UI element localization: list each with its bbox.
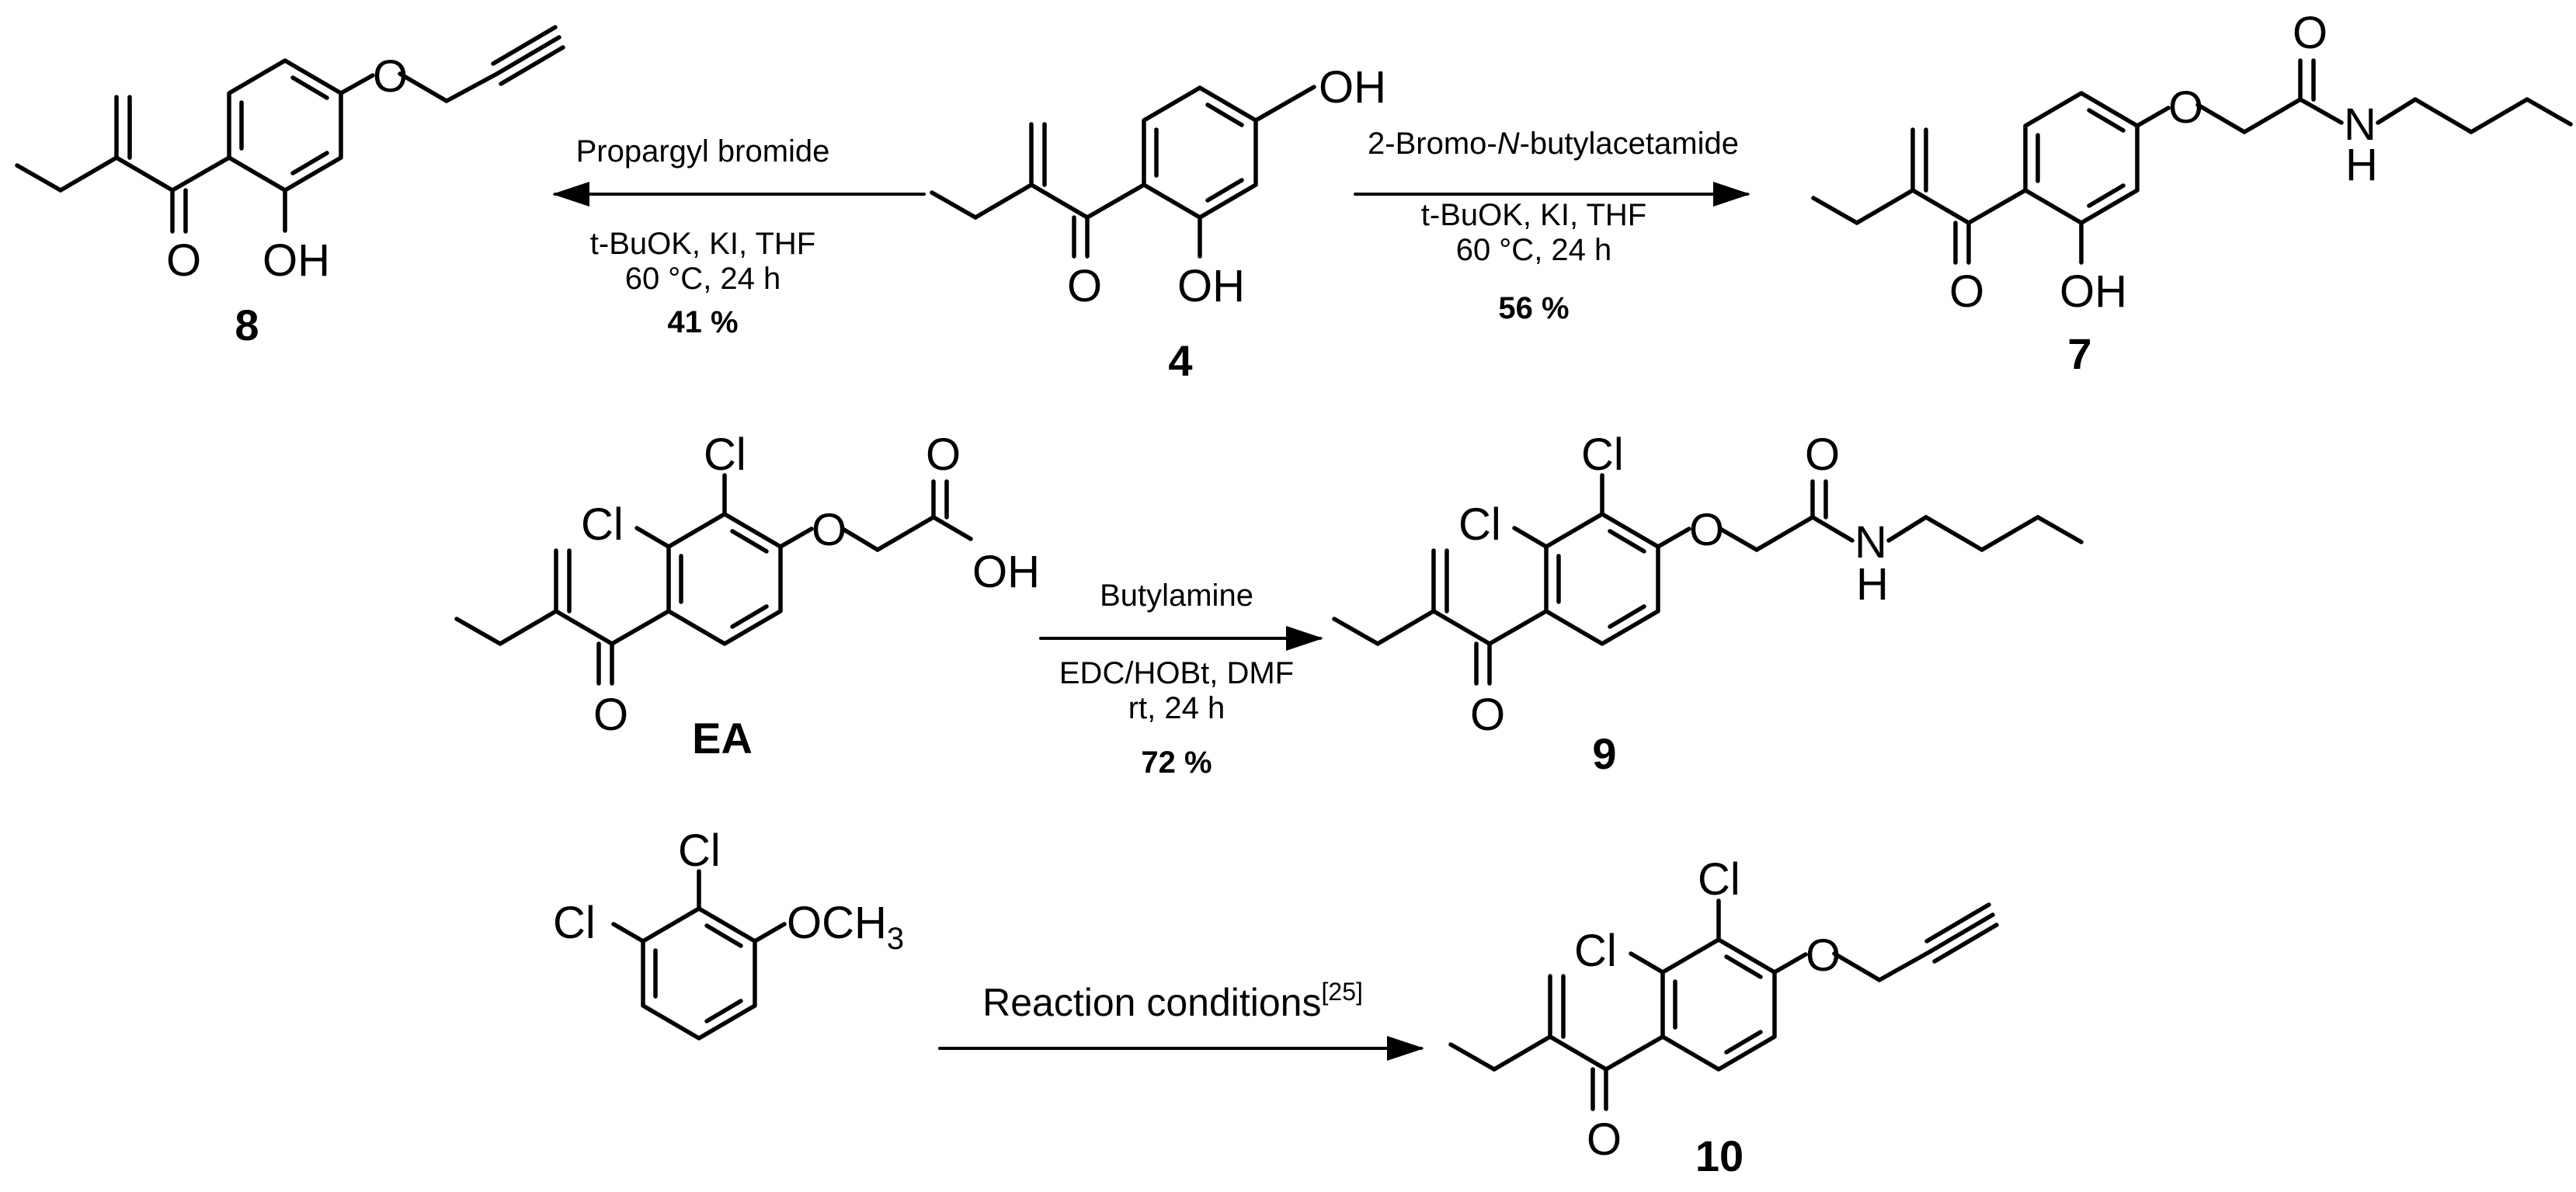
yield-2: 56 %	[1498, 291, 1569, 325]
atom-O: O	[1587, 1114, 1622, 1165]
compound-label-9: 9	[1592, 729, 1616, 778]
atom-O: O	[926, 429, 961, 480]
atom-H: H	[1856, 559, 1889, 610]
conditions-2b: 60 °C, 24 h	[1456, 233, 1612, 267]
atom-OH: OH	[1319, 62, 1386, 113]
atom-Cl: Cl	[1581, 429, 1624, 480]
compound-10-structure	[1448, 898, 1999, 1111]
atom-O: O	[373, 51, 408, 102]
atom-H: H	[2345, 140, 2378, 190]
compound-EA-structure	[454, 473, 973, 686]
atom-Cl: Cl	[678, 825, 721, 876]
atom-Cl: Cl	[1458, 499, 1501, 550]
atom-O: O	[812, 505, 846, 555]
atom-O: O	[1806, 930, 1841, 981]
conditions-2a: t-BuOK, KI, THF	[1421, 198, 1646, 232]
conditions-3b: rt, 24 h	[1128, 691, 1225, 725]
compound-label-7: 7	[2067, 329, 2091, 378]
atom-O: O	[1689, 505, 1724, 555]
conditions-3a: EDC/HOBt, DMF	[1059, 656, 1294, 690]
dichloroanisole-structure	[611, 869, 787, 1041]
conditions-1b: 60 °C, 24 h	[625, 262, 781, 296]
atom-OH: OH	[2060, 266, 2127, 317]
atom-O: O	[2293, 8, 2327, 58]
compound-9-structure	[1332, 473, 2084, 686]
compound-7-structure	[1811, 58, 2573, 265]
atom-O: O	[1805, 429, 1840, 480]
compound-label-4: 4	[1168, 336, 1192, 385]
compound-8-structure	[15, 25, 565, 234]
reagent-label-4: Reaction conditions[25]	[982, 978, 1363, 1024]
atom-O: O	[593, 690, 628, 740]
compound-4-structure	[930, 85, 1316, 259]
yield-3: 72 %	[1141, 745, 1212, 780]
atom-Cl: Cl	[553, 898, 596, 948]
atom-OH: OH	[1177, 261, 1245, 311]
atom-O: O	[1470, 690, 1505, 740]
atom-N: N	[2344, 99, 2376, 150]
atom-O: O	[1949, 266, 1984, 317]
atom-Cl: Cl	[1574, 926, 1617, 976]
compound-label-8: 8	[235, 301, 259, 349]
compound-label-10: 10	[1695, 1131, 1743, 1180]
reagent-label-2: 2-Bromo-N-butylacetamide	[1368, 127, 1739, 161]
atom-O: O	[1067, 261, 1102, 311]
atom-O: O	[2168, 82, 2203, 133]
reagent-label-1: Propargyl bromide	[576, 134, 830, 169]
atom-Cl: Cl	[704, 429, 746, 480]
atom-Cl: Cl	[581, 499, 624, 550]
atom-O: O	[166, 235, 201, 286]
yield-1: 41 %	[667, 305, 738, 339]
atom-OH: OH	[972, 547, 1040, 597]
atom-OCH3: OCH3	[787, 898, 904, 956]
atom-Cl: Cl	[1698, 854, 1740, 905]
reagent-label-3: Butylamine	[1100, 579, 1253, 613]
compound-label-EA: EA	[692, 714, 753, 763]
conditions-1a: t-BuOK, KI, THF	[590, 227, 815, 261]
atom-OH: OH	[262, 235, 330, 286]
atom-N: N	[1855, 517, 1887, 568]
